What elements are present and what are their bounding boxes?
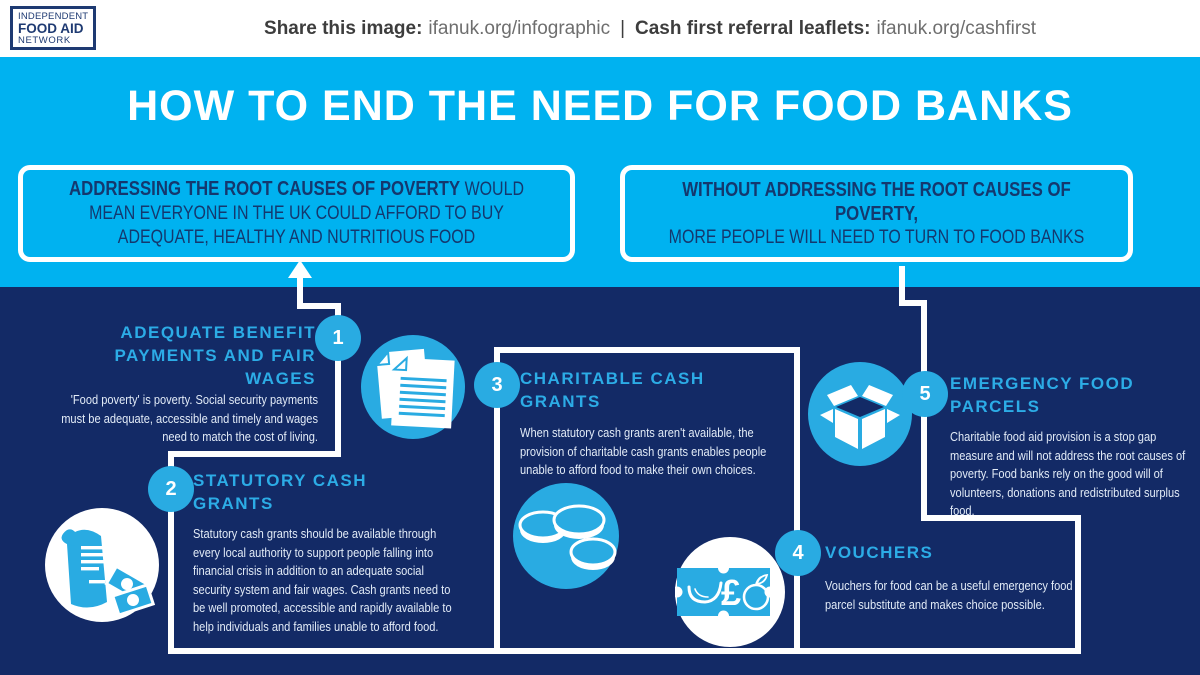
premise-left-text: ADDRESSING THE ROOT CAUSES OF POVERTY WO…	[67, 177, 526, 250]
step-3-badge: 3	[474, 362, 520, 408]
divider: |	[620, 17, 626, 39]
leaflets-label: Cash first referral leaflets:	[635, 17, 871, 39]
logo-line-3: NETWORK	[18, 34, 71, 46]
step-1-badge: 1	[315, 315, 361, 361]
premise-right-text: WITHOUT ADDRESSING THE ROOT CAUSES OF PO…	[665, 178, 1088, 250]
step-1-body: 'Food poverty' is poverty. Social securi…	[61, 392, 319, 444]
page-title: HOW TO END THE NEED FOR FOOD BANKS	[127, 82, 1073, 130]
step-3-title: CHARITABLE CASH GRANTS	[520, 369, 705, 411]
logo-line-2: FOOD AID	[18, 20, 84, 36]
premise-left-rest: WOULD MEAN EVERYONE IN THE UK COULD AFFO…	[89, 179, 524, 248]
logo-line-1: INDEPENDENT	[18, 10, 89, 22]
header-band: HOW TO END THE NEED FOR FOOD BANKS ADDRE…	[0, 57, 1200, 287]
pound-symbol: £	[721, 572, 741, 613]
premise-right-box: WITHOUT ADDRESSING THE ROOT CAUSES OF PO…	[620, 165, 1133, 262]
premise-right-bold: WITHOUT ADDRESSING THE ROOT CAUSES OF PO…	[682, 178, 1071, 225]
premise-left-box: ADDRESSING THE ROOT CAUSES OF POVERTY WO…	[18, 165, 575, 262]
step-4-body: Vouchers for food can be a useful emerge…	[825, 578, 1073, 612]
food-voucher-icon: £	[671, 537, 785, 652]
step-4-title: VOUCHERS	[825, 543, 934, 562]
step-4-badge: 4	[775, 530, 821, 576]
premise-left-bold: ADDRESSING THE ROOT CAUSES OF POVERTY	[69, 178, 461, 200]
step-2-title: STATUTORY CASH GRANTS	[193, 471, 368, 513]
leaflets-url: ifanuk.org/cashfirst	[876, 17, 1036, 39]
share-bar: Share this image: ifanuk.org/infographic…	[100, 0, 1200, 57]
step-2-badge: 2	[148, 466, 194, 512]
share-url: ifanuk.org/infographic	[428, 17, 611, 39]
step-5-badge: 5	[902, 371, 948, 417]
coins-icon	[513, 483, 619, 594]
receipt-cash-icon	[45, 508, 159, 627]
step-5-body: Charitable food aid provision is a stop …	[950, 429, 1186, 518]
step-3-body: When statutory cash grants aren't availa…	[520, 425, 767, 477]
open-box-icon	[808, 362, 912, 471]
premise-right-rest: MORE PEOPLE WILL NEED TO TURN TO FOOD BA…	[668, 226, 1085, 248]
step-2-body: Statutory cash grants should be availabl…	[193, 526, 452, 634]
step-1-title: ADEQUATE BENEFIT PAYMENTS AND FAIR WAGES	[114, 323, 316, 388]
share-label: Share this image:	[264, 17, 423, 39]
top-bar: INDEPENDENT FOOD AID NETWORK Share this …	[0, 0, 1200, 57]
ifan-logo: INDEPENDENT FOOD AID NETWORK	[10, 6, 96, 50]
step-5-title: EMERGENCY FOOD PARCELS	[950, 374, 1135, 416]
papers-icon	[361, 335, 465, 444]
